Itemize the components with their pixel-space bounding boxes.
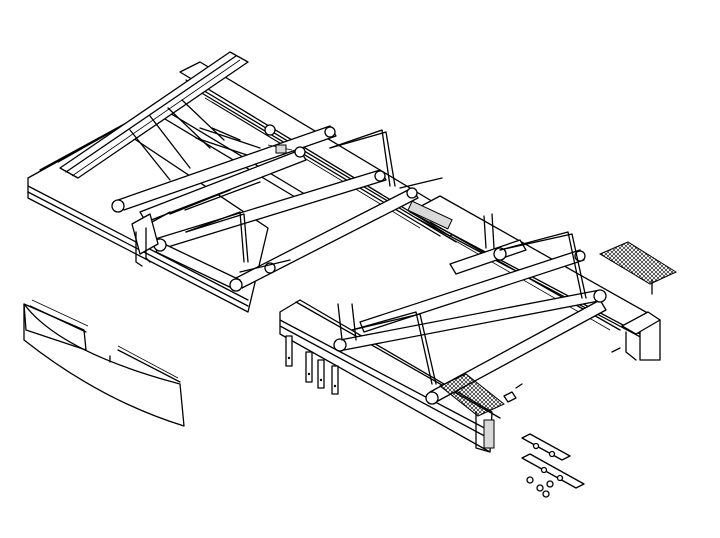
hanger-brackets bbox=[285, 335, 339, 395]
left-end-clamp bbox=[131, 211, 171, 267]
right-tension-rods bbox=[337, 200, 587, 385]
hardware-set bbox=[503, 347, 621, 498]
valance-cover bbox=[23, 299, 185, 427]
left-tension-rods bbox=[169, 127, 443, 273]
mesh-pads bbox=[439, 241, 678, 417]
